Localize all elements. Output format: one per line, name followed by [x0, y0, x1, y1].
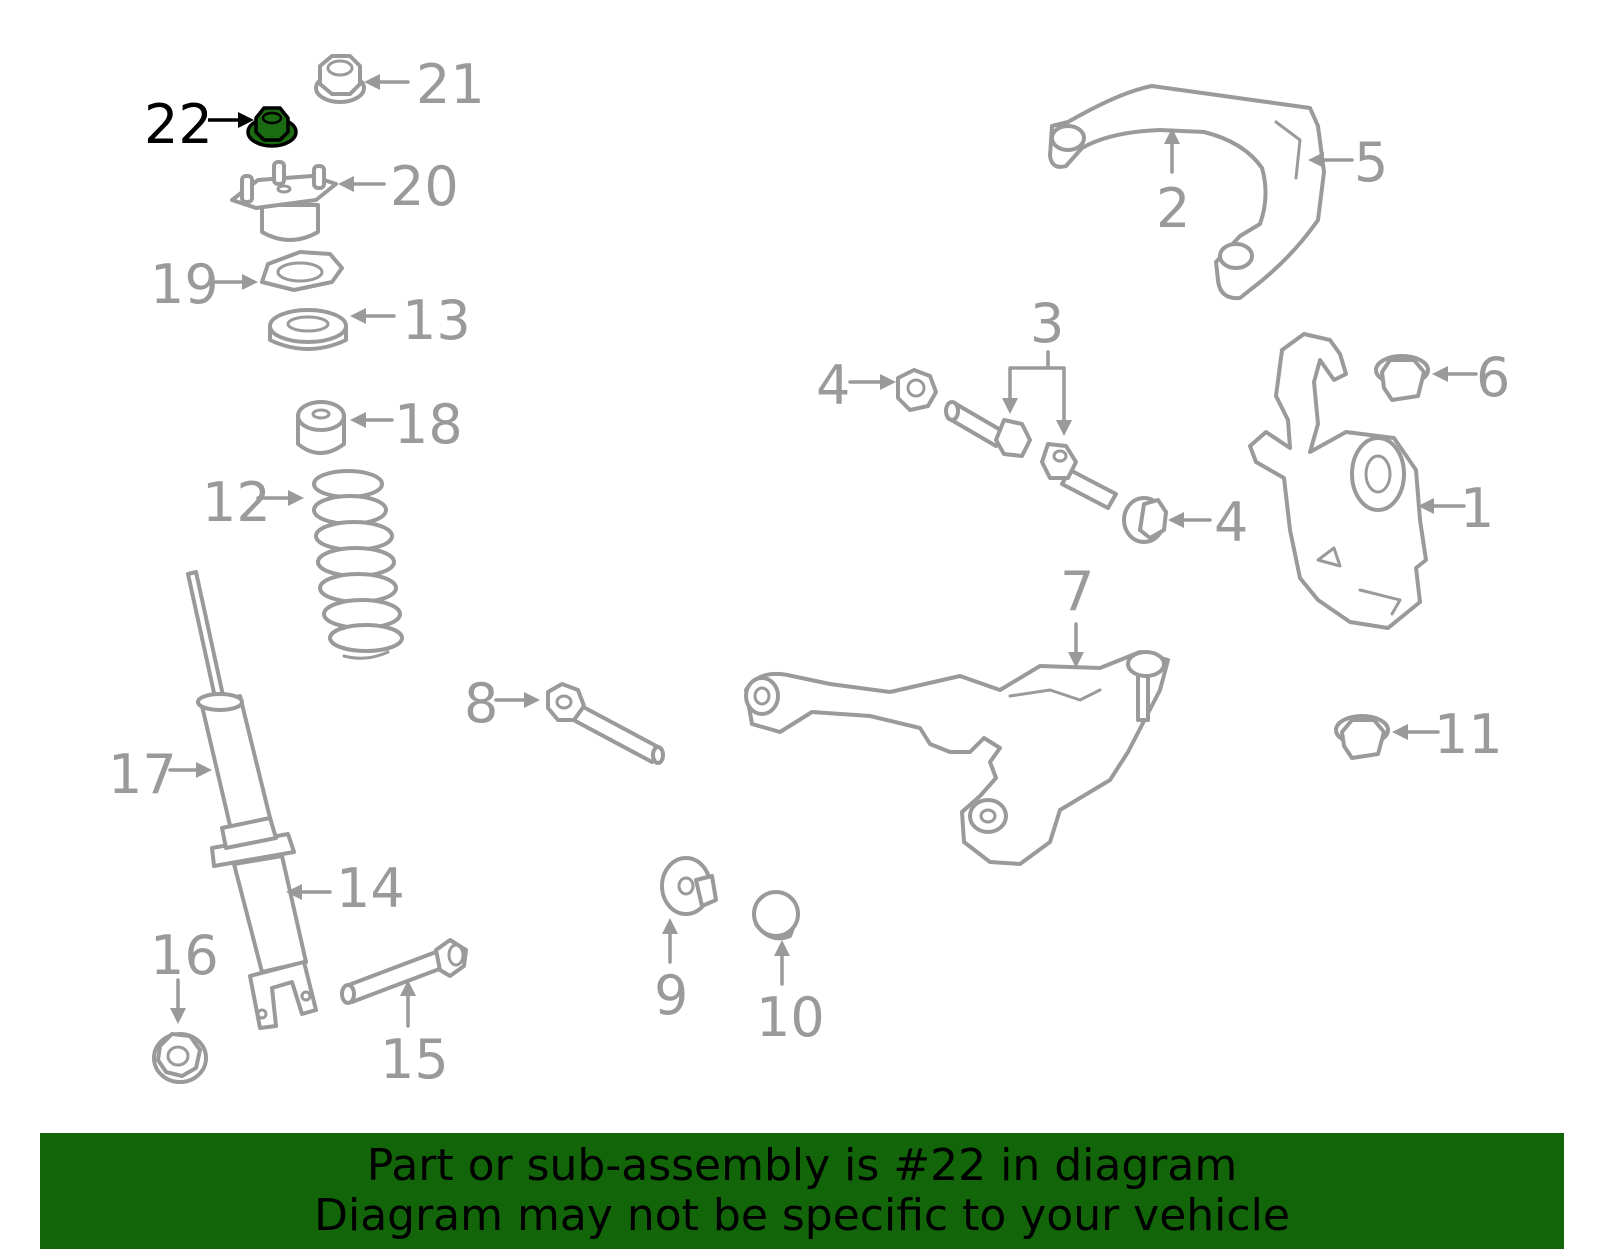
- part-10-bushing[interactable]: [752, 890, 800, 941]
- label-1: 1: [1460, 477, 1494, 540]
- arrow-head-1: [1418, 498, 1434, 514]
- arrow-head-6: [1432, 366, 1448, 382]
- part-18-bumper[interactable]: [296, 400, 346, 455]
- part-3-bolts[interactable]: [944, 400, 1118, 510]
- banner-line-1: Part or sub-assembly is #22 in diagram: [366, 1140, 1238, 1191]
- part-13-spring-seat[interactable]: [268, 308, 348, 351]
- part-21-nut[interactable]: [314, 54, 366, 104]
- arrow-head-18: [350, 412, 366, 428]
- label-4b: 4: [1214, 491, 1248, 554]
- label-22: 22: [144, 93, 213, 156]
- label-12: 12: [202, 471, 271, 534]
- arrow-head-9: [662, 918, 678, 934]
- part-17-14-shock-absorber[interactable]: [186, 570, 318, 1030]
- part-15-bolt[interactable]: [340, 938, 468, 1005]
- label-21: 21: [416, 53, 485, 116]
- banner-line-2: Diagram may not be specific to your vehi…: [314, 1190, 1290, 1241]
- part-19-insulator[interactable]: [260, 250, 344, 292]
- label-7: 7: [1060, 560, 1094, 623]
- label-6: 6: [1476, 346, 1510, 409]
- arrow-head-19: [242, 274, 258, 290]
- arrow-head-15: [400, 980, 416, 996]
- arrow-head-12: [288, 490, 304, 506]
- label-4a: 4: [816, 354, 850, 417]
- part-2-upper-control-arm[interactable]: [1048, 84, 1326, 301]
- info-banner: Part or sub-assembly is #22 in diagram D…: [40, 1133, 1564, 1249]
- arrow-head-20: [338, 176, 354, 192]
- part-4-nut-upper[interactable]: [896, 368, 938, 412]
- label-14: 14: [336, 857, 405, 920]
- part-12-coil-spring[interactable]: [312, 469, 404, 660]
- label-20: 20: [390, 155, 459, 218]
- part-22-nut-highlighted[interactable]: [246, 106, 298, 148]
- label-13: 13: [402, 289, 471, 352]
- part-6-nut[interactable]: [1374, 354, 1430, 402]
- label-10: 10: [756, 986, 825, 1049]
- arrow-head-22: [238, 112, 254, 128]
- part-16-nut[interactable]: [152, 1032, 208, 1084]
- arrow-head-21: [364, 74, 380, 90]
- arrow-head-3a: [1002, 398, 1018, 414]
- label-9: 9: [654, 964, 688, 1027]
- arrow-head-4b: [1168, 512, 1184, 528]
- arrow-head-5: [1308, 152, 1324, 168]
- arrow-head-16: [170, 1008, 186, 1024]
- label-8: 8: [464, 672, 498, 735]
- arrow-head-13: [350, 308, 366, 324]
- arrow-head-11: [1392, 724, 1408, 740]
- part-9-bolt[interactable]: [660, 856, 718, 916]
- arrow-head-3b: [1056, 420, 1072, 436]
- part-1-knuckle[interactable]: [1248, 332, 1428, 630]
- arrow-head-2: [1164, 128, 1180, 144]
- arrow-head-14: [286, 884, 302, 900]
- part-20-strut-mount[interactable]: [230, 160, 338, 242]
- arrow-3: [1008, 350, 1066, 426]
- label-15: 15: [380, 1028, 449, 1091]
- arrow-head-4a: [880, 374, 896, 390]
- label-2: 2: [1156, 177, 1190, 240]
- part-8-bolt[interactable]: [546, 682, 665, 765]
- part-11-nut[interactable]: [1334, 714, 1390, 760]
- arrow-head-7: [1068, 652, 1084, 668]
- label-19: 19: [150, 253, 219, 316]
- label-5: 5: [1354, 131, 1388, 194]
- part-7-lower-control-arm[interactable]: [744, 650, 1170, 866]
- label-17: 17: [108, 743, 177, 806]
- label-3: 3: [1030, 292, 1064, 355]
- label-11: 11: [1434, 703, 1503, 766]
- part-4-nut-lower[interactable]: [1122, 496, 1168, 544]
- arrow-head-10: [774, 940, 790, 956]
- label-16: 16: [150, 924, 219, 987]
- arrow-head-8: [524, 692, 540, 708]
- arrow-head-17: [196, 762, 212, 778]
- label-18: 18: [394, 393, 463, 456]
